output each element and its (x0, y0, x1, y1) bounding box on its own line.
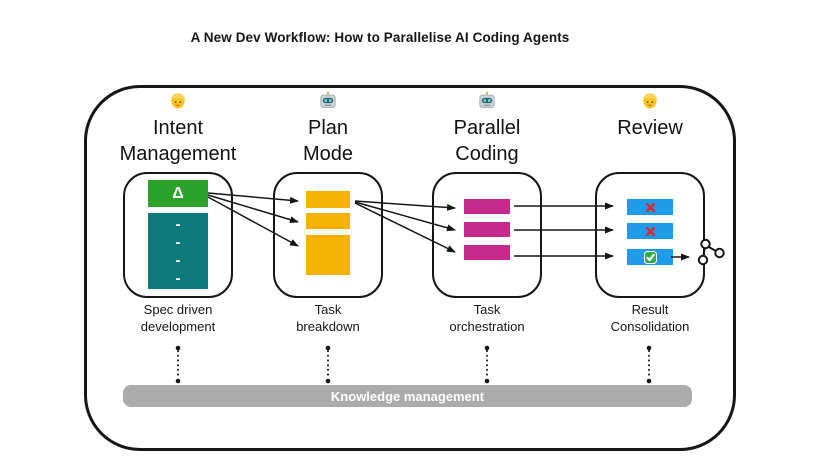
column-heading: Review (617, 117, 683, 139)
spec-dash: - (175, 233, 181, 251)
review-card (595, 172, 705, 298)
column-heading: Plan Mode (302, 117, 354, 165)
column-icon-row (575, 90, 725, 112)
column-caption: Result Consolidation (610, 302, 690, 334)
review-row-approved (627, 249, 673, 265)
task-bar (306, 213, 350, 229)
git-branch-icon (697, 238, 725, 266)
knowledge-bar-label: Knowledge management (330, 388, 485, 404)
task-bar (464, 222, 510, 237)
review-row-rejected (627, 199, 673, 215)
task-bar (306, 235, 350, 275)
column-caption: Task breakdown (296, 302, 360, 334)
spec-dash: - (175, 215, 181, 233)
spec-dash: - (175, 269, 181, 287)
cross-mark-icon (645, 226, 655, 236)
spec-delta-box: Δ (148, 180, 208, 207)
cross-mark-icon (645, 202, 655, 212)
column-icon-row (103, 90, 253, 112)
workflow-outer-container (84, 85, 736, 451)
column-intent-management: Intent Management Δ - - - - Spec driven … (103, 90, 253, 334)
column-caption: Task orchestration (449, 302, 525, 334)
column-heading: Parallel Coding (453, 117, 521, 165)
column-parallel-coding: Parallel Coding Task orchestration (412, 90, 562, 334)
task-bar (306, 191, 350, 208)
column-icon-row (253, 90, 403, 112)
column-plan-mode: Plan Mode Task breakdown (253, 90, 403, 334)
task-bar (464, 199, 510, 214)
column-caption: Spec driven development (140, 302, 216, 334)
task-bar (464, 245, 510, 260)
robot-icon (479, 91, 495, 108)
knowledge-management-bar: Knowledge management (123, 385, 692, 407)
column-heading: Intent Management (119, 117, 237, 165)
spec-dash: - (175, 251, 181, 269)
check-mark-icon (643, 250, 657, 264)
column-review: Review Result Consolidation (575, 90, 725, 334)
parallel-card (432, 172, 542, 298)
person-blond-icon (642, 93, 658, 109)
column-icon-row (412, 90, 562, 112)
intent-card: Δ - - - - (123, 172, 233, 298)
review-row-rejected (627, 223, 673, 239)
delta-glyph: Δ (172, 184, 184, 202)
robot-icon (320, 91, 336, 108)
spec-body-box: - - - - (148, 213, 208, 289)
person-blond-icon (170, 93, 186, 109)
diagram-title: A New Dev Workflow: How to Parallelise A… (190, 30, 570, 45)
plan-card (273, 172, 383, 298)
